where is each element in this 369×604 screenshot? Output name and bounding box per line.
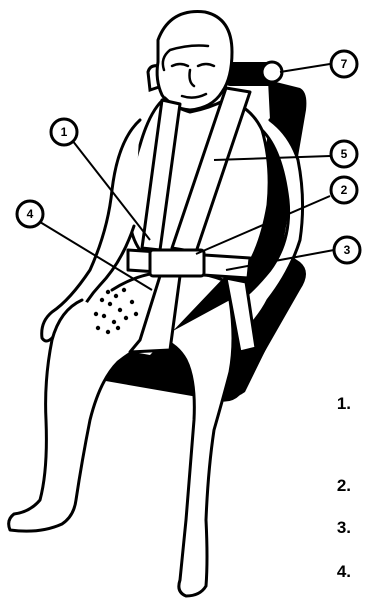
callout-1: 1 bbox=[51, 119, 77, 145]
buckle bbox=[150, 250, 204, 276]
callout-4-label: 4 bbox=[27, 207, 34, 221]
callout-2: 2 bbox=[331, 177, 357, 203]
callout-7: 7 bbox=[331, 51, 357, 77]
left-leg bbox=[9, 300, 160, 531]
legend-item-2: 2. bbox=[337, 476, 351, 496]
callout-7-label: 7 bbox=[341, 57, 348, 71]
callout-3-label: 3 bbox=[344, 243, 351, 257]
callout-3: 3 bbox=[334, 237, 360, 263]
legend-item-4: 4. bbox=[337, 562, 351, 582]
head bbox=[157, 12, 232, 110]
leader-7 bbox=[280, 64, 330, 72]
callout-1-label: 1 bbox=[61, 125, 68, 139]
legend-item-3: 3. bbox=[337, 518, 351, 538]
callout-2-label: 2 bbox=[341, 183, 348, 197]
callout-4: 4 bbox=[17, 201, 43, 227]
legend-item-1: 1. bbox=[337, 394, 351, 414]
callout-5: 5 bbox=[331, 141, 357, 167]
callout-5-label: 5 bbox=[341, 147, 348, 161]
